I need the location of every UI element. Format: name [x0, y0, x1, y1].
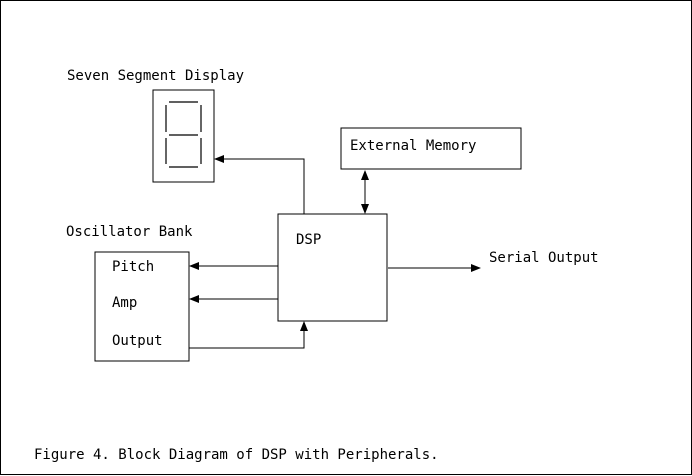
seven-segment-display-block — [152, 89, 215, 183]
serial-output-label: Serial Output — [489, 250, 599, 266]
amp-label: Amp — [112, 295, 137, 311]
dsp-to-display-arrow — [214, 155, 305, 214]
output-to-dsp-arrow — [189, 321, 308, 349]
oscillator-bank-label: Oscillator Bank — [66, 224, 193, 240]
figure-caption: Figure 4. Block Diagram of DSP with Peri… — [34, 447, 439, 463]
external-memory-block: External Memory — [340, 127, 522, 170]
seven-segment-display-label: Seven Segment Display — [67, 68, 244, 84]
pitch-label: Pitch — [112, 259, 154, 275]
dsp-block: DSP — [277, 213, 388, 322]
seven-segment-digit-icon — [165, 101, 202, 168]
oscillator-bank-block: Pitch Amp Output — [94, 251, 190, 362]
dsp-label: DSP — [296, 232, 321, 248]
external-memory-label: External Memory — [350, 138, 476, 154]
output-label: Output — [112, 333, 163, 349]
